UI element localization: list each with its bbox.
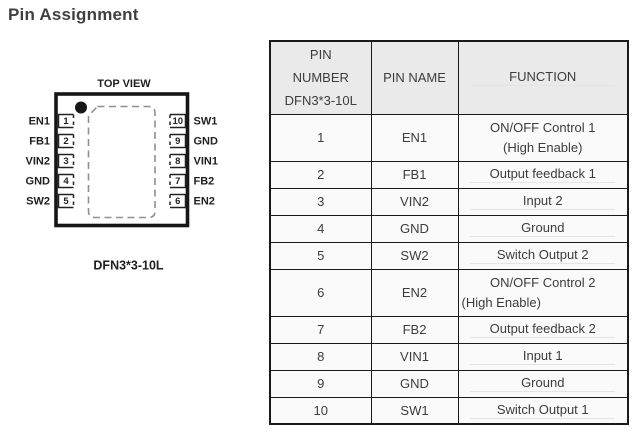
pin-number: 8: [175, 156, 180, 167]
pin-number: 2: [63, 136, 68, 147]
pin-left-5: 5 SW2: [26, 193, 75, 209]
header-pin-number: PIN NUMBER DFN3*3-10L: [269, 40, 372, 115]
pin-function-cell: Input 1: [457, 342, 629, 371]
top-view-label: TOP VIEW: [97, 78, 151, 90]
pin-assignment-table: PIN NUMBER DFN3*3-10L PIN NAME FUNCTION …: [269, 40, 629, 425]
pin-label: EN1: [29, 116, 50, 128]
pin-number: 3: [63, 156, 68, 167]
pin-number-cell: 4: [269, 214, 372, 243]
pin-name-cell: VIN1: [370, 342, 459, 371]
table-row-pin-10: 10 SW1 Switch Output 1: [269, 396, 629, 425]
pin-name-cell: EN2: [370, 268, 459, 317]
pin-function-cell: Input 2: [457, 187, 629, 216]
pin-number: 7: [175, 176, 180, 187]
pin-left-2: 2 FB1: [29, 133, 75, 149]
pin-right-9: 9 GND: [169, 133, 219, 149]
pin-number-cell: 3: [269, 187, 372, 216]
table-row-pin-9: 9 GND Ground: [269, 369, 629, 398]
pin-right-10: 10 SW1: [169, 113, 218, 129]
pin-left-1: 1 EN1: [29, 113, 75, 129]
header-pin-number-line3: DFN3*3-10L: [284, 93, 357, 109]
header-function: FUNCTION: [457, 40, 629, 115]
header-pin-name: PIN NAME: [370, 40, 459, 115]
table-row-pin-1: 1 EN1 ON/OFF Control 1 (High Enable): [269, 113, 629, 162]
pin-label: FB1: [29, 136, 50, 148]
header-pin-number-line2: NUMBER: [292, 70, 349, 86]
pin1-indicator-dot: [75, 101, 87, 114]
pin-label: FB2: [194, 176, 215, 188]
pin-number-cell: 5: [269, 241, 372, 270]
pin-left-3: 3 VIN2: [26, 153, 75, 169]
pin-number: 4: [63, 176, 69, 187]
pin-right-8: 8 VIN1: [169, 153, 218, 169]
pin-name-cell: FB2: [370, 315, 459, 344]
pin-name-cell: SW1: [370, 396, 459, 425]
table-row-pin-3: 3 VIN2 Input 2: [269, 187, 629, 216]
pin-name-cell: VIN2: [370, 187, 459, 216]
package-name-label: DFN3*3-10L: [93, 259, 164, 273]
pin-number: 5: [63, 196, 69, 207]
pin-name-cell: FB1: [370, 160, 459, 189]
pin-function-cell: ON/OFF Control 1 (High Enable): [457, 113, 629, 162]
pin-label: SW2: [26, 196, 50, 208]
pin-number-cell: 8: [269, 342, 372, 371]
chip-pinout-diagram: TOP VIEW 1 EN1 2 FB1 3 VIN2 4 GND: [26, 78, 219, 273]
table-row-pin-7: 7 FB2 Output feedback 2: [269, 315, 629, 344]
pin-name-cell: SW2: [370, 241, 459, 270]
pin-name-cell: EN1: [370, 113, 459, 162]
pin-number-cell: 2: [269, 160, 372, 189]
pin-function-cell: Output feedback 1: [457, 160, 629, 189]
page-title: Pin Assignment: [8, 5, 139, 24]
pin-name-cell: GND: [370, 214, 459, 243]
pin-number-cell: 10: [269, 396, 372, 425]
pin-right-6: 6 EN2: [169, 193, 215, 209]
header-pin-number-line1: PIN: [309, 47, 332, 63]
pin-number: 10: [173, 116, 184, 127]
chip-body-outline: [54, 92, 190, 228]
pin-function-cell: Output feedback 2: [457, 315, 629, 344]
pin-number: 6: [175, 196, 180, 207]
pin-left-4: 4 GND: [26, 173, 75, 189]
pin-name-cell: GND: [370, 369, 459, 398]
pin-label: EN2: [194, 196, 215, 208]
pin-label: VIN2: [26, 156, 50, 168]
pin-number-cell: 1: [269, 113, 372, 162]
table-row-pin-6: 6 EN2 ON/OFF Control 2 (High Enable): [269, 268, 629, 317]
pin-function-cell: Ground: [457, 369, 629, 398]
table-row-pin-2: 2 FB1 Output feedback 1: [269, 160, 629, 189]
pin-label: GND: [26, 176, 51, 188]
pin-function-cell: Switch Output 1: [457, 396, 629, 425]
pin-function-cell: ON/OFF Control 2 (High Enable): [457, 268, 629, 317]
pin-function-cell: Ground: [457, 214, 629, 243]
pin-number: 9: [175, 136, 180, 147]
pin-number-cell: 7: [269, 315, 372, 344]
pin-label: VIN1: [194, 156, 218, 168]
table-row-pin-8: 8 VIN1 Input 1: [269, 342, 629, 371]
table-row-pin-4: 4 GND Ground: [269, 214, 629, 243]
pin-number-cell: 6: [269, 268, 372, 317]
pin-number: 1: [63, 116, 69, 127]
exposed-pad-outline: [87, 105, 156, 219]
pin-label: SW1: [194, 116, 218, 128]
pin-number-cell: 9: [269, 369, 372, 398]
table-row-pin-5: 5 SW2 Switch Output 2: [269, 241, 629, 270]
pin-label: GND: [194, 136, 219, 148]
table-header-row: PIN NUMBER DFN3*3-10L PIN NAME FUNCTION: [269, 40, 629, 115]
pin-right-7: 7 FB2: [169, 173, 215, 189]
pin-function-cell: Switch Output 2: [457, 241, 629, 270]
